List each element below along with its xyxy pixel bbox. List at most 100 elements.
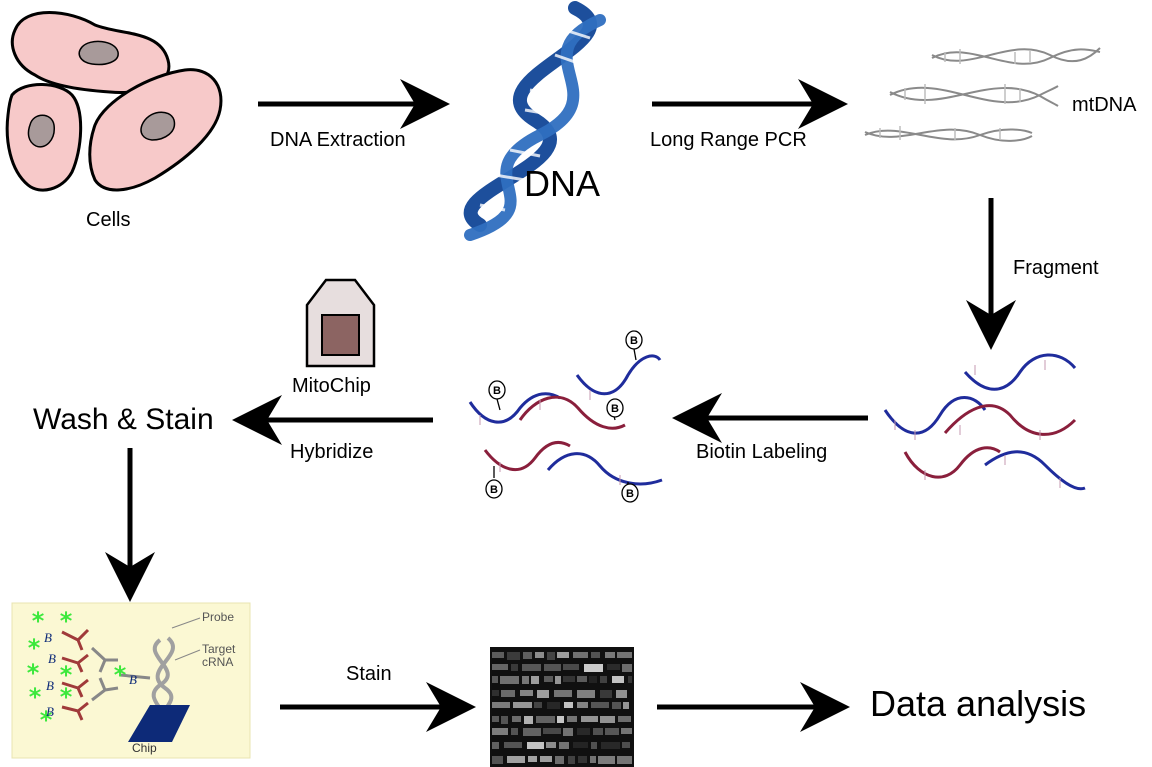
scan-spot	[547, 702, 560, 709]
scan-spot	[492, 756, 503, 764]
label-data-analysis: Data analysis	[870, 683, 1087, 724]
inset-label-chip: Chip	[132, 741, 157, 755]
fragment-strands	[883, 353, 1086, 491]
scan-spot	[511, 664, 518, 671]
scan-spot	[612, 702, 621, 709]
scan-spot	[563, 664, 579, 670]
svg-text:*: *	[60, 683, 73, 711]
scan-spot	[577, 702, 588, 708]
scan-spot	[593, 728, 603, 735]
scan-spot	[523, 728, 541, 736]
biotin-label-3: B	[611, 403, 619, 415]
scan-spot	[600, 716, 615, 723]
scan-spot	[523, 652, 532, 659]
label-mtdna: mtDNA	[1072, 94, 1137, 116]
scan-spot	[618, 716, 631, 722]
scan-spot	[513, 702, 532, 708]
biotin-label-4: B	[490, 484, 498, 496]
scan-spot	[557, 652, 569, 658]
microarray-scan	[490, 647, 634, 767]
scan-spot	[501, 716, 508, 724]
scan-spot	[547, 652, 555, 660]
scan-spot	[577, 676, 587, 682]
scan-spot	[544, 664, 561, 671]
scan-spot	[511, 728, 518, 735]
cells-illustration	[5, 11, 223, 192]
chip-surface	[128, 705, 190, 742]
scan-spot	[600, 690, 612, 698]
scan-spot	[535, 652, 544, 658]
scan-spot	[591, 652, 600, 658]
mitochip-icon	[305, 278, 376, 368]
fluorescent-stars: * * * * * * * * *	[27, 607, 127, 734]
scan-spot	[578, 756, 587, 763]
scan-spot	[589, 676, 597, 683]
scan-spot	[540, 756, 552, 762]
scan-spot	[605, 652, 615, 658]
scan-spot	[555, 756, 564, 764]
scan-spot	[520, 690, 533, 696]
label-fragment: Fragment	[1013, 257, 1099, 279]
scan-spot	[568, 756, 575, 764]
nucleus-left	[27, 114, 55, 148]
scan-spot	[527, 742, 544, 749]
label-wash-stain: Wash & Stain	[33, 403, 214, 436]
label-biotin-labeling: Biotin Labeling	[696, 441, 828, 463]
scan-spots	[492, 652, 632, 764]
scan-spot	[563, 728, 573, 736]
scan-spot	[512, 716, 521, 722]
biotin-label-1: B	[630, 335, 638, 347]
scan-spot	[584, 664, 603, 672]
label-dna-extraction: DNA Extraction	[270, 129, 406, 151]
scan-spot	[605, 728, 619, 735]
svg-text:*: *	[60, 607, 73, 635]
scan-spot	[492, 716, 499, 722]
scan-spot	[504, 742, 522, 748]
scan-spot	[546, 742, 556, 748]
biotin-strands: B B B B B	[468, 330, 663, 503]
scan-spot	[567, 716, 577, 722]
scan-spot	[598, 756, 615, 764]
scan-spot	[534, 702, 542, 708]
scan-spot	[591, 702, 609, 708]
biotin-label-5: B	[626, 488, 634, 500]
scan-spot	[500, 676, 519, 684]
scan-spot	[492, 742, 499, 749]
scan-spot	[492, 702, 510, 708]
biotin-label-2: B	[493, 385, 501, 397]
scan-spot	[522, 676, 529, 684]
svg-text:*: *	[28, 634, 41, 662]
scan-spot	[492, 664, 508, 670]
svg-text:B: B	[46, 704, 54, 719]
label-cells: Cells	[86, 209, 131, 231]
antibodies	[61, 628, 90, 721]
svg-text:B: B	[48, 651, 56, 666]
svg-text:*: *	[27, 659, 40, 687]
scan-spot	[601, 742, 620, 749]
inset-label-probe: Probe	[202, 610, 235, 624]
inset-label-target: Target	[202, 642, 236, 656]
scan-spot	[524, 716, 533, 724]
nucleus-top	[78, 40, 119, 66]
scan-spot	[531, 676, 539, 684]
scan-spot	[623, 702, 629, 709]
scan-spot	[607, 664, 620, 670]
scan-spot	[617, 756, 632, 764]
scan-spot	[507, 756, 525, 763]
scan-spot	[557, 716, 564, 723]
scan-spot	[492, 652, 504, 658]
scan-spot	[622, 664, 632, 672]
scan-spot	[528, 756, 537, 762]
scan-spot	[522, 664, 541, 671]
label-dna: DNA	[524, 163, 601, 204]
scan-spot	[621, 728, 632, 734]
mtdna-strands	[864, 47, 1101, 142]
svg-text:*: *	[29, 683, 42, 711]
svg-text:B: B	[46, 678, 54, 693]
scan-spot	[573, 742, 588, 748]
scan-spot	[600, 676, 607, 683]
label-mitochip: MitoChip	[292, 375, 371, 397]
svg-text:*: *	[40, 706, 53, 734]
